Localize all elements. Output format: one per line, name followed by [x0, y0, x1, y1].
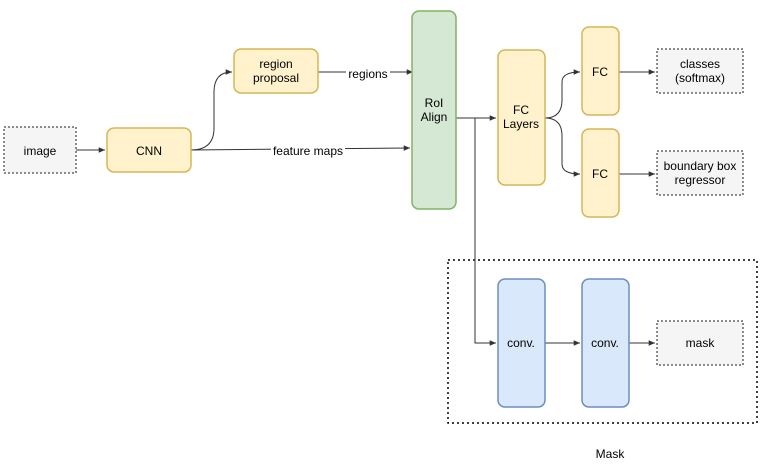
region-proposal-label-line2: proposal [253, 71, 299, 85]
mask-node [656, 320, 744, 366]
fc-top-label: FC [592, 65, 608, 79]
image-node [3, 126, 77, 174]
regions-label-bg [346, 66, 390, 80]
classes-label-line2: (softmax) [675, 71, 725, 85]
bbox-regressor-label-line2: regressor [675, 173, 726, 187]
edge-fc-layers-to-fc-bottom [544, 117, 581, 177]
region-proposal-label-line1: region [259, 57, 292, 71]
mask-group-label: Mask [596, 447, 626, 461]
conv2-label: conv. [591, 336, 619, 350]
bbox-regressor-label-line1: boundary box [664, 159, 737, 173]
conv1-label: conv. [507, 336, 535, 350]
edge-cnn-to-region-proposal [190, 69, 233, 151]
cnn-node-label: CNN [136, 144, 162, 158]
mask-group-box [447, 259, 758, 424]
feature-maps-label-bg [271, 143, 345, 157]
fc-bottom-label: FC [592, 167, 608, 181]
classes-node [656, 48, 744, 94]
fc-bottom-node [581, 128, 620, 218]
feature-maps-label: feature maps [273, 144, 343, 158]
bbox-regressor-node [656, 150, 744, 196]
cnn-node [106, 127, 192, 173]
roi-align-label-line1: RoI [425, 96, 444, 110]
fc-top-node [581, 26, 620, 116]
roi-align-node [411, 10, 457, 210]
roi-align-label-line2: Align [421, 110, 448, 124]
fc-layers-label-line2: Layers [503, 117, 539, 131]
fc-layers-label-line1: FC [513, 103, 529, 117]
regions-label: regions [348, 67, 387, 81]
edges [69, 69, 655, 346]
region-proposal-node [233, 48, 319, 94]
mask-node-label: mask [686, 336, 716, 350]
image-node-label: image [24, 144, 57, 158]
edge-roi-align-to-conv1 [474, 118, 496, 346]
classes-label-line1: classes [680, 57, 720, 71]
conv1-node [497, 278, 546, 408]
conv2-node [581, 278, 630, 408]
fc-layers-node [497, 49, 546, 186]
edge-fc-layers-to-fc-top [544, 69, 581, 119]
